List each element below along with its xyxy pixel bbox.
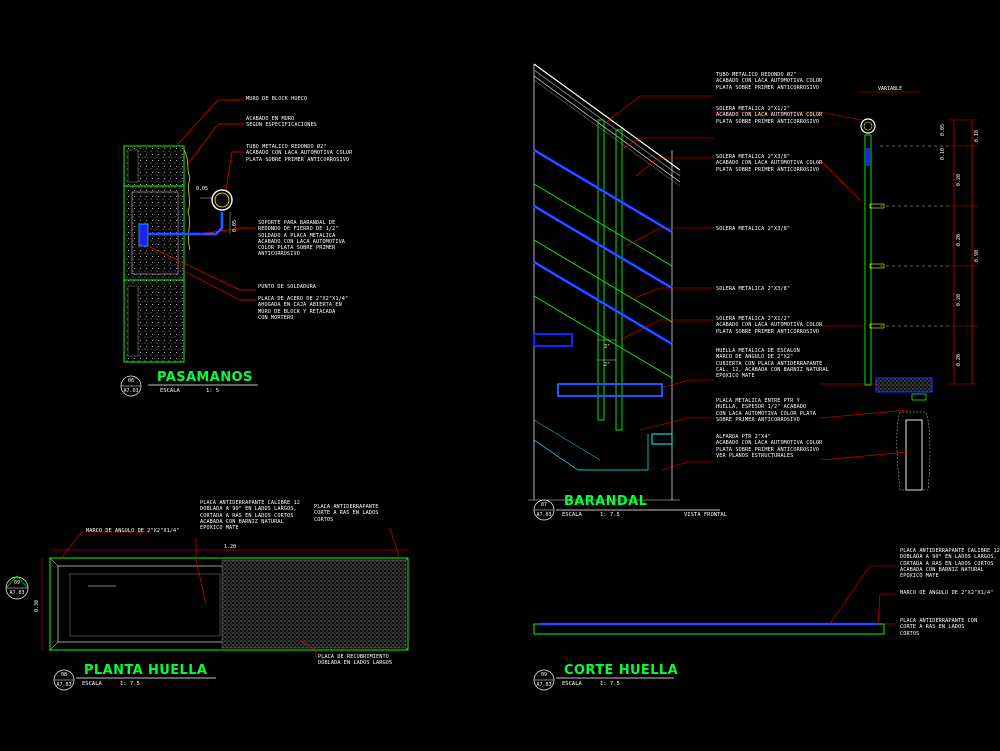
barandal-dim-3in: 3" — [604, 344, 611, 350]
corte-huella-detail — [533, 565, 896, 691]
pasamanos-scale-value: 1: 5 — [206, 388, 220, 394]
corte-scale-label: ESCALA — [562, 681, 582, 687]
barandal-dim-005: 0.05 — [940, 123, 946, 136]
barandal-dim-020d: 0.20 — [956, 353, 962, 366]
barandal-note-tubo: TUBO METALICO REDONDO Ø2" ACABADO CON LA… — [716, 72, 823, 91]
planta-huella-detail — [5, 527, 409, 691]
barandal-note-solera4: SOLERA METALICA 2"X3/8" — [716, 286, 791, 292]
barandal-subtitle: VISTA FRONTAL — [684, 512, 728, 518]
barandal-dim-020c: 0.20 — [956, 293, 962, 306]
barandal-note-huella: HUELLA METALICA DE ESCALON MARCO DE ANGU… — [716, 348, 829, 380]
planta-dim-height: 0.30 — [34, 599, 40, 612]
corte-huella-title: CORTE HUELLA — [564, 663, 679, 678]
barandal-dim-010: 0.10 — [940, 147, 946, 160]
barandal-dim-020b: 0.20 — [956, 233, 962, 246]
barandal-note-solera2: SOLERA METALICA 2"X3/8" ACABADO CON LACA… — [716, 154, 823, 173]
pasamanos-note-placa: PLACA DE ACERO DE 2"X2"X1/4" AHOGADA EN … — [258, 296, 349, 321]
planta-side-bubble-bottom: A7.03 — [9, 590, 25, 596]
planta-bubble-top: 08 — [60, 672, 68, 678]
barandal-note-solera3: SOLERA METALICA 2"X3/8" — [716, 226, 791, 232]
corte-bubble-bottom: A7.03 — [536, 682, 552, 688]
corte-note-marco: MARCO DE ANGULO DE 2"X2"X1/4" — [900, 590, 994, 596]
planta-bubble-bottom: A7.03 — [56, 682, 72, 688]
planta-scale-value: 1: 7.5 — [120, 681, 140, 687]
pasamanos-bubble-top: 06 — [127, 378, 135, 384]
pasamanos-note-soporte: SOPORTE PARA BARANDAL DE REDONDO DE FIER… — [258, 220, 346, 258]
planta-scale-label: ESCALA — [82, 681, 102, 687]
barandal-bubble-bottom: A7.03 — [536, 512, 552, 518]
corte-note-placa-corte: PLACA ANTIDERRAPANTE CON CORTE A RAS EN … — [900, 618, 978, 637]
pasamanos-note-muro: MURO DE BLOCK HUECO — [246, 96, 308, 102]
pasamanos-note-soldadura: PUNTO DE SOLDADURA — [258, 284, 317, 290]
pasamanos-note-tubo: TUBO METALICO REDONDO Ø2" ACABADO CON LA… — [246, 144, 353, 163]
planta-huella-title: PLANTA HUELLA — [84, 663, 208, 678]
planta-note-placa-corte: PLACA ANTIDERRAPANTE CORTE A RAS EN LADO… — [314, 504, 379, 523]
pasamanos-detail — [120, 99, 258, 397]
barandal-note-placa: PLACA METALICA ENTRE PTR Y HUELLA, ESPES… — [716, 398, 816, 423]
barandal-dim-2in: 2" — [604, 362, 611, 368]
barandal-note-solera1: SOLERA METALICA 2"X1/2" ACABADO CON LACA… — [716, 106, 823, 125]
barandal-dim-020a: 0.20 — [956, 173, 962, 186]
barandal-title: BARANDAL — [564, 494, 648, 509]
pasamanos-bubble-bottom: A7.03 — [123, 388, 139, 394]
pasamanos-dim-2: 0.05 — [232, 219, 238, 232]
barandal-scale-value: 1: 7.5 — [600, 512, 620, 518]
pasamanos-note-acabado: ACABADO EN MURO SEGUN ESPECIFICACIONES — [246, 116, 317, 129]
barandal-scale-label: ESCALA — [562, 512, 582, 518]
planta-note-marco: MARCO DE ANGULO DE 2"X2"X1/4" — [86, 528, 180, 534]
barandal-dim-variable: VARIABLE — [878, 86, 903, 92]
corte-scale-value: 1: 7.5 — [600, 681, 620, 687]
pasamanos-dim-1: 0.05 — [196, 186, 209, 192]
barandal-note-solera5: SOLERA METALICA 2"X1/2" ACABADO CON LACA… — [716, 316, 823, 335]
corte-bubble-top: 09 — [540, 672, 548, 678]
pasamanos-scale-label: ESCALA — [160, 388, 180, 394]
planta-note-recubrimiento: PLACA DE RECUBRIMIENTO DOBLADA EN LADOS … — [318, 654, 393, 667]
barandal-dim-018: 0.18 — [974, 129, 980, 142]
planta-side-bubble-top: 09 — [13, 580, 21, 586]
barandal-dim-090: 0.90 — [974, 249, 980, 262]
barandal-bubble-top: 07 — [540, 502, 548, 508]
planta-note-placa-antider: PLACA ANTIDERRAPANTE CALIBRE 12 DOBLADA … — [200, 500, 300, 532]
pasamanos-title: PASAMANOS — [157, 370, 253, 385]
corte-note-placa-antider: PLACA ANTIDERRAPANTE CALIBRE 12 DOBLADA … — [900, 548, 1000, 580]
planta-dim-width: 1.20 — [224, 544, 237, 550]
barandal-detail — [528, 63, 978, 521]
barandal-note-alfarda: ALFARDA PTR 2"X4" ACABADO CON LACA AUTOM… — [716, 434, 823, 459]
